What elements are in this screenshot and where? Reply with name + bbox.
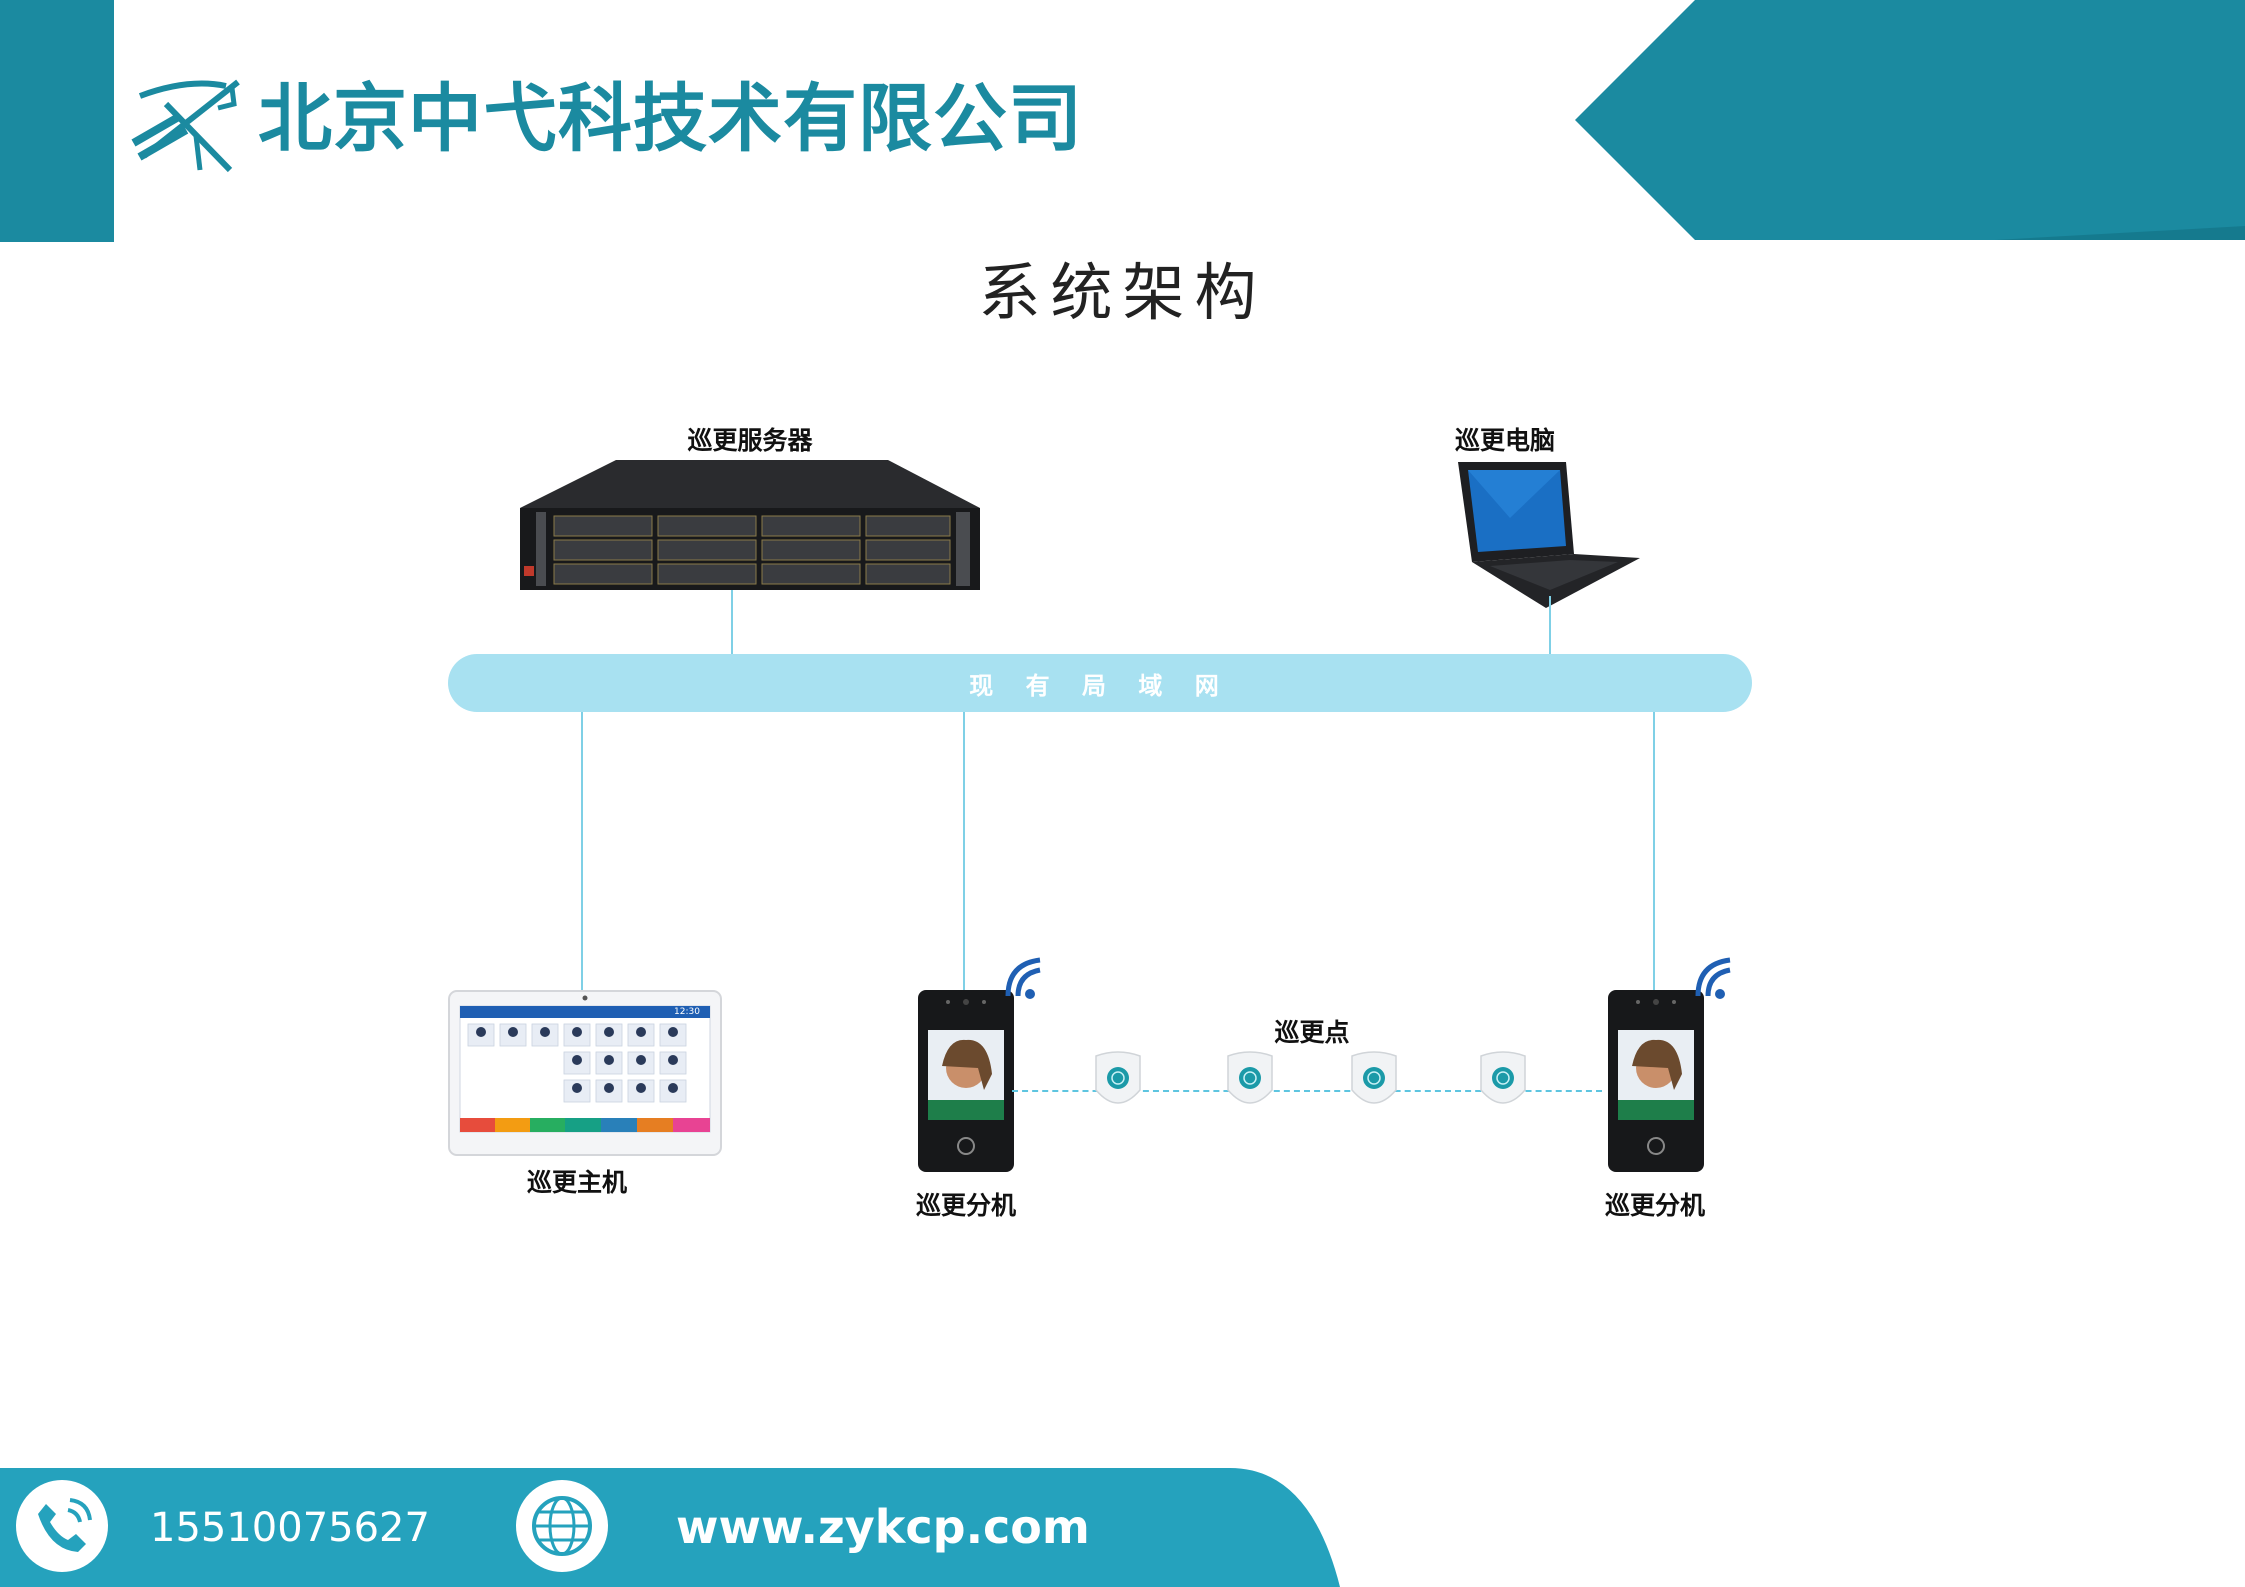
terminal-1-label: 巡更分机	[915, 1191, 1017, 1220]
laptop-icon	[1458, 462, 1640, 608]
terminal-1-connector	[963, 712, 965, 994]
phone-icon	[16, 1480, 108, 1572]
lan-bar: 现 有 局 域 网	[448, 654, 1752, 712]
terminal-2-connector	[1653, 712, 1655, 994]
lan-label: 现 有 局 域 网	[969, 671, 1231, 700]
company-name: 北京中弋科技术有限公司	[258, 76, 1083, 162]
checkpoint-link-line	[1012, 1090, 1602, 1092]
footer-phone[interactable]: 15510075627	[150, 1505, 430, 1551]
footer-website[interactable]: www.zykcp.com	[676, 1500, 1090, 1554]
diagram-title: 系统架构	[978, 256, 1267, 329]
checkpoint-tag-icon	[1227, 1051, 1273, 1104]
header-left-bar	[0, 0, 114, 242]
checkpoint-tag-icon	[1480, 1051, 1526, 1104]
host-tablet: 12:30	[448, 990, 722, 1156]
checkpoints-label: 巡更点	[1274, 1018, 1350, 1047]
header-corner-shape	[1575, 0, 2245, 240]
server-label: 巡更服务器	[687, 426, 813, 455]
footer-bar	[0, 1468, 1340, 1587]
face-terminal-icon	[1608, 990, 1704, 1172]
checkpoint-tag-icon	[1351, 1051, 1397, 1104]
company-logo-icon	[131, 79, 240, 173]
pc-connector	[1549, 596, 1551, 654]
tablet-icon	[448, 990, 722, 1156]
server-connector	[731, 590, 733, 654]
host-screen-clock: 12:30	[674, 1007, 700, 1017]
wifi-icon	[1005, 957, 1041, 999]
server-icon	[520, 460, 980, 590]
host-connector	[581, 712, 583, 994]
terminal-2-label: 巡更分机	[1604, 1191, 1706, 1220]
globe-icon	[516, 1480, 608, 1572]
wifi-icon	[1695, 957, 1731, 999]
host-label: 巡更主机	[526, 1168, 628, 1197]
pc-label: 巡更电脑	[1454, 426, 1556, 455]
checkpoint-tag-icon	[1095, 1051, 1141, 1104]
face-terminal-icon	[918, 990, 1014, 1172]
